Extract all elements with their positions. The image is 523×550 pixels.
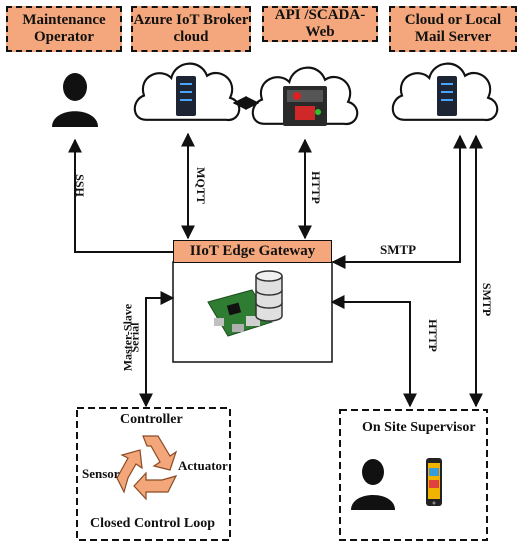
server-icon bbox=[176, 76, 196, 116]
actuator-label: Actuator bbox=[178, 458, 228, 473]
serial-link bbox=[139, 291, 175, 408]
smtp-supervisor-label: SMTP bbox=[480, 282, 495, 317]
supervisor-title: On Site Supervisor bbox=[362, 420, 476, 435]
maintenance-person-icon bbox=[52, 73, 98, 127]
http-api-label: HTTP bbox=[308, 171, 323, 204]
api-scada-label: API /SCADA-Web bbox=[274, 7, 366, 40]
supervisor-person-icon bbox=[351, 459, 395, 510]
azure-broker-label: Azure IoT Broker cloud bbox=[133, 12, 249, 45]
http-supervisor-label: HTTP bbox=[425, 319, 440, 352]
mail-server-header: Cloud or Local Mail Server bbox=[389, 6, 517, 52]
smtp-gateway-link bbox=[331, 134, 467, 269]
database-icon bbox=[255, 270, 283, 322]
smtp-gateway-label: SMTP bbox=[380, 242, 417, 257]
maintenance-operator-header: Maintenance Operator bbox=[6, 6, 122, 52]
mail-server-icon bbox=[437, 76, 457, 116]
mqtt-label: MQTT bbox=[193, 167, 208, 204]
http-supervisor-link bbox=[330, 295, 417, 408]
scada-panel-icon bbox=[283, 86, 327, 126]
mail-server-label: Cloud or Local Mail Server bbox=[404, 12, 502, 45]
smartphone-icon bbox=[426, 458, 442, 506]
ssh-label: SSH bbox=[72, 174, 87, 197]
maintenance-operator-label: Maintenance Operator bbox=[22, 12, 106, 45]
recycle-icon bbox=[116, 435, 178, 501]
api-scada-header: API /SCADA-Web bbox=[262, 6, 378, 42]
gateway-title: IIoT Edge Gateway bbox=[173, 240, 332, 263]
azure-broker-header: Azure IoT Broker cloud bbox=[131, 6, 251, 52]
supervisor-box bbox=[339, 409, 488, 541]
control-loop-title: Closed Control Loop bbox=[90, 516, 215, 531]
controller-label: Controller bbox=[120, 412, 183, 427]
serial-label: Serial bbox=[127, 322, 142, 353]
sensor-label: Sensor bbox=[82, 466, 120, 481]
ssh-link bbox=[68, 138, 173, 253]
